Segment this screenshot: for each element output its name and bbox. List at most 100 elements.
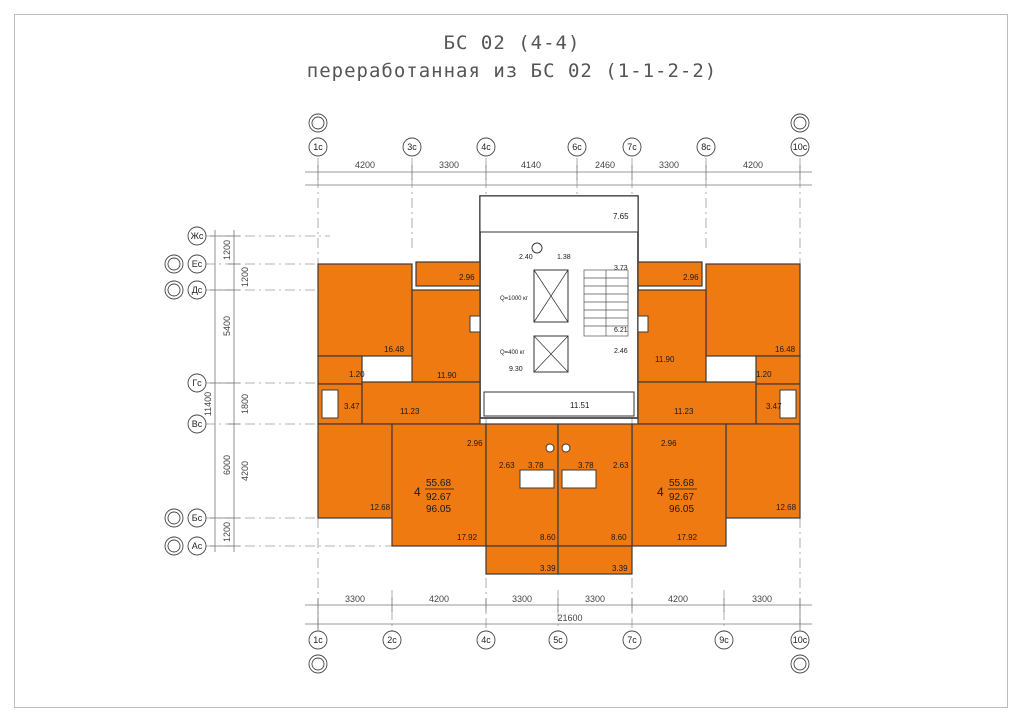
apt-right-b: 92.67 [669, 492, 694, 503]
svg-text:7с: 7с [627, 142, 637, 152]
dim-left-inner-5: 1200 [222, 522, 232, 542]
apt-right-rooms: 4 [657, 485, 664, 499]
building-core [479, 195, 639, 419]
axis-marker-left-4: Гс [187, 373, 207, 393]
dim-bottom-5: 4200 [668, 594, 688, 604]
svg-text:4с: 4с [481, 635, 491, 645]
axis-marker-bottom-1: 1с [308, 630, 328, 650]
label-left-hall2: 2.96 [467, 439, 483, 448]
svg-text:1с: 1с [313, 142, 323, 152]
axis-marker-top-7: 10с [790, 137, 810, 157]
label-center-left-balcony: 3.39 [540, 564, 556, 573]
rooms [317, 261, 801, 575]
room-center-left-balcony [485, 545, 559, 575]
label-left-balcony: 2.96 [459, 273, 475, 282]
apartment-right-summary: 4 55.68 92.67 96.05 [657, 478, 697, 515]
label-core-corridor: 11.51 [570, 401, 590, 410]
room-right-balcony [637, 261, 703, 287]
dim-left-inner-3: 1800 [240, 394, 250, 414]
axis-marker-left-7: Ас [187, 536, 207, 556]
dim-left-outer-1: 5400 [222, 316, 232, 336]
interior-details [321, 242, 797, 489]
label-left-bottom-bedroom: 12.68 [370, 503, 391, 512]
dim-top-2: 3300 [439, 160, 459, 170]
svg-text:4с: 4с [481, 142, 491, 152]
room-center-right-balcony [557, 545, 633, 575]
room-left-bottom-bedroom [317, 423, 393, 519]
svg-text:Бс: Бс [192, 513, 203, 523]
axis-marker-bottom-5: 7с [622, 630, 642, 650]
dim-top-5: 3300 [659, 160, 679, 170]
axis-marker-bottom-3: 4с [476, 630, 496, 650]
axis-markers: 1с 3с 4с 6с 7с 8с 10с 1с 2с 4с 5с 7с 9с … [164, 113, 810, 674]
dim-top-4: 2460 [595, 160, 615, 170]
svg-text:Жс: Жс [191, 231, 204, 241]
room-labels: 2.96 16.48 1.20 3.47 11.90 11.23 2.96 12… [344, 212, 797, 573]
label-center-right-balcony: 3.39 [612, 564, 628, 573]
svg-text:3с: 3с [407, 142, 417, 152]
label-right-bath: 3.47 [766, 402, 782, 411]
axis-marker-left-1: Жс [187, 226, 207, 246]
svg-text:Гс: Гс [192, 378, 202, 388]
axis-marker-bottom-2: 2с [382, 630, 402, 650]
axis-marker-top-6: 8с [696, 137, 716, 157]
axis-marker-top-2: 3с [402, 137, 422, 157]
label-right-kitchen: 11.90 [655, 355, 675, 364]
label-core-b: 1.38 [557, 254, 571, 261]
dim-bottom-6: 3300 [752, 594, 772, 604]
dim-bottom-3: 3300 [512, 594, 532, 604]
apt-left-b: 92.67 [426, 492, 451, 503]
dim-left-outer-2: 11400 [203, 392, 213, 416]
room-left-bedroom [317, 263, 413, 357]
axis-marker-bottom-4: 5с [548, 630, 568, 650]
label-center-left-bath: 2.63 [499, 461, 515, 470]
room-left-balcony [415, 261, 481, 287]
title-line-2: переработанная из БС 02 (1-1-2-2) [306, 60, 718, 82]
label-core-c: 3.73 [614, 265, 628, 272]
label-right-hall: 11.23 [674, 407, 694, 416]
label-core-f: 9.30 [509, 366, 523, 373]
sheet-frame [14, 14, 1008, 708]
dim-top-1: 4200 [355, 160, 375, 170]
svg-text:5с: 5с [553, 635, 563, 645]
dim-bottom-total: 21600 [557, 613, 582, 623]
room-right-kitchen [637, 289, 707, 383]
apt-right-a: 55.68 [669, 478, 694, 489]
dim-top-3: 4140 [521, 160, 541, 170]
label-core-a: 2.40 [519, 254, 533, 261]
axis-marker-left-3: Дс [187, 280, 207, 300]
axis-marker-left-6: Бс [187, 508, 207, 528]
label-right-bottom-bedroom: 12.68 [776, 503, 797, 512]
top-dimensions: 4200 3300 4140 2460 3300 4200 [355, 160, 763, 170]
dim-top-6: 4200 [743, 160, 763, 170]
svg-text:8с: 8с [701, 142, 711, 152]
label-lift-2: Q=400 кг [500, 350, 525, 356]
svg-text:Ес: Ес [192, 259, 203, 269]
axis-marker-bottom-6: 9с [714, 630, 734, 650]
svg-text:7с: 7с [627, 635, 637, 645]
label-left-bedroom: 16.48 [384, 345, 405, 354]
apt-left-rooms: 4 [414, 485, 421, 499]
svg-text:Ас: Ас [192, 541, 203, 551]
left-dimension-lines [210, 230, 240, 552]
dim-left-inner-4: 4200 [240, 461, 250, 481]
title-line-1: БС 02 (4-4) [443, 32, 581, 54]
label-left-bath: 3.47 [344, 402, 360, 411]
axis-marker-top-5: 7с [622, 137, 642, 157]
dim-left-inner-1: 1200 [222, 240, 232, 260]
room-right-bedroom [705, 263, 801, 357]
axis-marker-top-3: 4с [476, 137, 496, 157]
dim-left-inner-2: 1200 [240, 267, 250, 287]
svg-text:1с: 1с [313, 635, 323, 645]
bottom-dimensions: 3300 4200 3300 3300 4200 3300 21600 [345, 594, 772, 623]
label-right-living: 17.92 [677, 533, 698, 542]
axis-marker-bottom-7: 10с [790, 630, 810, 650]
room-right-bottom-bedroom [725, 423, 801, 519]
dim-bottom-2: 4200 [429, 594, 449, 604]
svg-text:Вс: Вс [192, 419, 203, 429]
apt-right-c: 96.05 [669, 504, 694, 515]
room-left-hall [361, 381, 481, 425]
room-left-kitchen [411, 289, 481, 383]
label-center-left-wc: 3.78 [528, 461, 544, 470]
apartment-left-summary: 4 55.68 92.67 96.05 [414, 478, 454, 515]
